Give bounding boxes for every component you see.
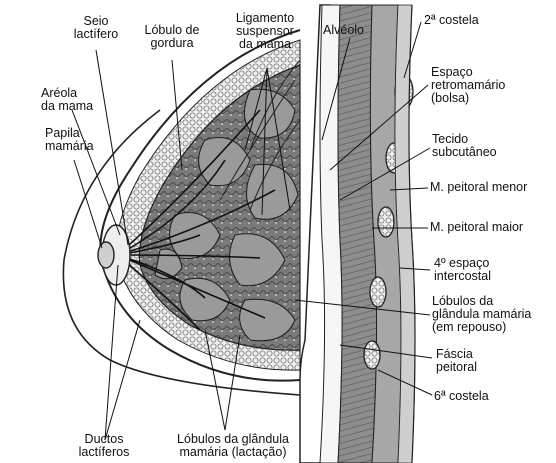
rib-5: [370, 277, 386, 307]
label-peitoral-menor: M. peitoral menor: [430, 181, 527, 194]
label-lobulo-gordura: Lóbulo de gordura: [128, 24, 216, 50]
label-lobulos-lactacao: Lóbulos da glândula mamária (lactação): [158, 433, 308, 459]
rib-4: [378, 207, 394, 237]
nipple: [98, 242, 114, 268]
label-ligamento-suspensor: Ligamento suspensor da mama: [222, 12, 308, 51]
rib-6: [364, 341, 380, 369]
label-papila: Papila mamária: [45, 127, 94, 153]
label-tecido-subcutaneo: Tecido subcutâneo: [432, 133, 497, 159]
label-alveolo: Alvéolo: [323, 24, 364, 37]
label-quarto-espaco: 4º espaço intercostal: [434, 257, 491, 283]
label-espaco-retromamario: Espaço retromamário (bolsa): [431, 66, 505, 105]
label-areola: Aréola da mama: [41, 87, 93, 113]
label-fascia-peitoral: Fáscia peitoral: [436, 348, 477, 374]
label-lobulos-repouso: Lóbulos da glândula mamária (em repouso): [432, 295, 531, 334]
label-peitoral-maior: M. peitoral maior: [430, 221, 523, 234]
label-seio-lactifero: Seio lactífero: [66, 15, 126, 41]
label-segunda-costela: 2ª costela: [424, 14, 479, 27]
label-ductos-lactiferos: Ductos lactíferos: [62, 433, 146, 459]
label-sexta-costela: 6ª costela: [434, 390, 489, 403]
